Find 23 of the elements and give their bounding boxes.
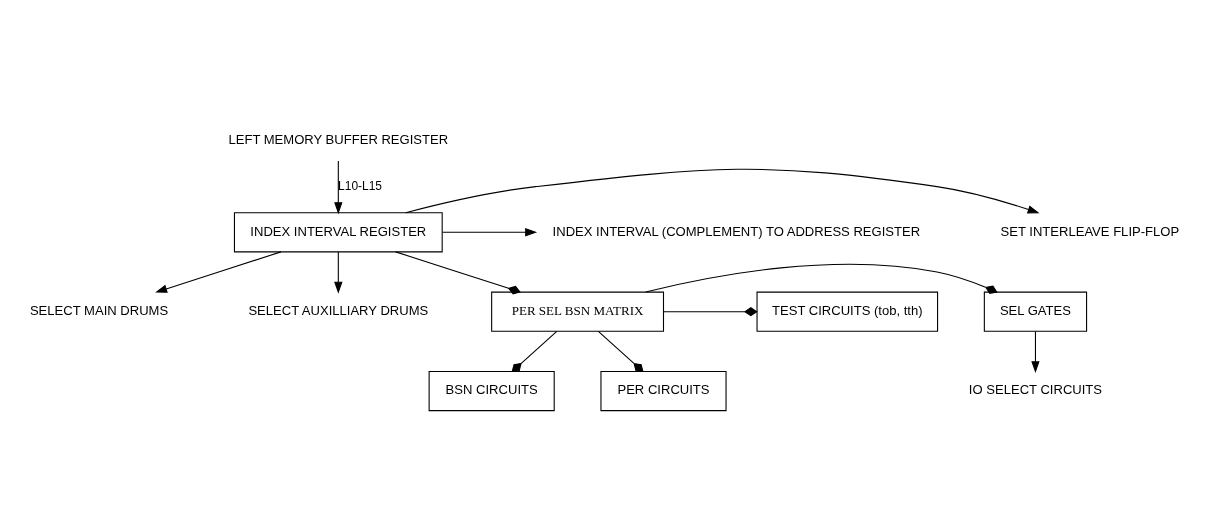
- node-box: BSN CIRCUITS: [428, 370, 555, 411]
- arrow: [1031, 330, 1040, 373]
- node-text: SELECT AUXILLIARY DRUMS: [248, 302, 429, 318]
- node-text: INDEX INTERVAL (COMPLEMENT) TO ADDRESS REGISTER: [552, 223, 921, 239]
- arrow: [441, 227, 538, 236]
- connector: [597, 330, 644, 372]
- node-text: SELECT MAIN DRUMS: [29, 302, 169, 318]
- node-text: LEFT MEMORY BUFFER REGISTER: [228, 131, 449, 147]
- arrow: [405, 168, 1040, 213]
- arrow: [155, 250, 282, 293]
- node-box: PER SEL BSN MATRIX: [491, 291, 665, 332]
- edge-label: L10-L15: [338, 178, 382, 193]
- connector: [645, 263, 998, 294]
- connector: [663, 306, 758, 316]
- arrow: [334, 251, 343, 294]
- connector: [511, 330, 558, 372]
- node-box: TEST CIRCUITS (tob, tth): [756, 291, 939, 332]
- connector: [395, 250, 521, 295]
- node-text: IO SELECT CIRCUITS: [968, 381, 1103, 397]
- node-box: INDEX INTERVAL REGISTER: [233, 211, 443, 252]
- node-text: SET INTERLEAVE FLIP-FLOP: [1000, 223, 1180, 239]
- node-box: PER CIRCUITS: [600, 370, 727, 411]
- node-box: SEL GATES: [983, 291, 1088, 332]
